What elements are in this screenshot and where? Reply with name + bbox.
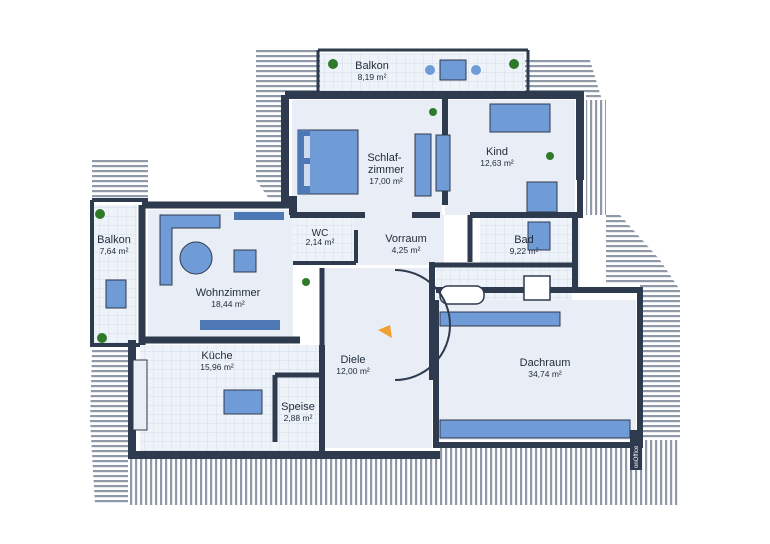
floors <box>92 53 636 455</box>
room-name-bad: Bad <box>514 234 534 246</box>
room-name-speise: Speise <box>281 401 315 413</box>
room-area-kueche: 15,96 m² <box>200 362 234 372</box>
room-name-schlafzimmer: Schlaf- zimmer <box>367 152 404 176</box>
room-area-wohnzimmer: 18,44 m² <box>211 299 245 309</box>
room-name-dachraum: Dachraum <box>520 357 571 369</box>
room-area-balkon-top: 8,19 m² <box>358 72 387 82</box>
room-area-dachraum: 34,74 m² <box>528 369 562 379</box>
room-name-wohnzimmer: Wohnzimmer <box>196 287 261 299</box>
room-name-wc: WC <box>312 228 329 239</box>
room-area-wc: 2,14 m² <box>306 237 335 247</box>
room-area-balkon-left: 7,64 m² <box>100 246 129 256</box>
room-area-bad: 9,22 m² <box>510 246 539 256</box>
room-name-balkon-top: Balkon <box>355 60 389 72</box>
plant-icons <box>95 59 554 343</box>
room-area-kind: 12,63 m² <box>480 158 514 168</box>
room-labels: Balkon 8,19 m² Schlaf- zimmer 17,00 m² K… <box>97 60 570 423</box>
room-area-speise: 2,88 m² <box>284 413 313 423</box>
room-area-diele: 12,00 m² <box>336 366 370 376</box>
room-area-schlafzimmer: 17,00 m² <box>369 176 403 186</box>
furniture <box>105 59 631 439</box>
room-name-kind: Kind <box>486 146 508 158</box>
room-name-balkon-left: Balkon <box>97 234 131 246</box>
brand-strip <box>630 430 642 470</box>
room-name-vorraum: Vorraum <box>385 233 427 245</box>
room-area-vorraum: 4,25 m² <box>392 245 421 255</box>
room-name-diele: Diele <box>340 354 365 366</box>
brand-label: onOffice <box>634 445 640 468</box>
room-name-kueche: Küche <box>201 350 232 362</box>
